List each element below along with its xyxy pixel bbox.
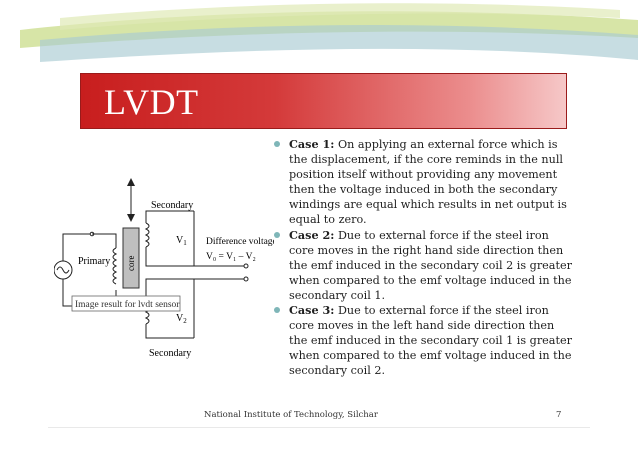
displacement-arrow-icon <box>127 178 135 222</box>
difference-equation: V₀ = V₁ – V₂ <box>206 252 256 262</box>
footer-divider <box>48 427 590 428</box>
title-bar <box>80 73 567 129</box>
image-caption: Image result for lvdt sensor <box>75 299 180 310</box>
secondary-coil-1-icon <box>144 222 150 248</box>
image-caption-box <box>71 295 181 312</box>
bullet-dot-icon <box>274 231 280 238</box>
bullet-text: Due to external force if the steel iron … <box>289 228 572 302</box>
bullet-dot-icon <box>274 141 280 147</box>
bullet-text: Due to external force if the steel iron … <box>289 304 572 378</box>
core-label: core <box>126 256 136 272</box>
primary-label: Primary <box>78 256 110 267</box>
iron-core-shape <box>122 227 140 289</box>
bullet-item-case-1: Case 1: On applying an external force wh… <box>272 137 572 228</box>
v2-label: V2 <box>176 313 187 325</box>
slide-title: LVDT <box>104 82 199 122</box>
footer-institution: National Institute of Technology, Silcha… <box>204 410 378 420</box>
bullet-item-case-2: Case 2: Due to external force if the ste… <box>272 228 572 303</box>
difference-voltage-label: Difference voltage <box>206 236 274 247</box>
bullet-dot-icon <box>274 307 280 314</box>
v1-label: V1 <box>176 235 187 247</box>
bullet-case-label: Case 1: <box>289 137 335 151</box>
bullet-case-label: Case 3: <box>289 303 335 318</box>
secondary-bottom-label: Secondary <box>149 348 191 359</box>
page-number: 7 <box>556 410 562 420</box>
decorative-swoosh <box>20 3 638 62</box>
primary-coil-icon <box>112 247 118 285</box>
bullet-text: On applying an external force which is t… <box>289 138 567 227</box>
lvdt-diagram: core Primary Secondary V1 Secondary V2 D… <box>54 178 274 359</box>
bullet-case-label: Case 2: <box>289 227 335 242</box>
secondary-top-label: Secondary <box>151 200 193 211</box>
bullet-item-case-3: Case 3: Due to external force if the ste… <box>272 303 572 378</box>
bullet-list: Case 1: On applying an external force wh… <box>272 137 572 379</box>
